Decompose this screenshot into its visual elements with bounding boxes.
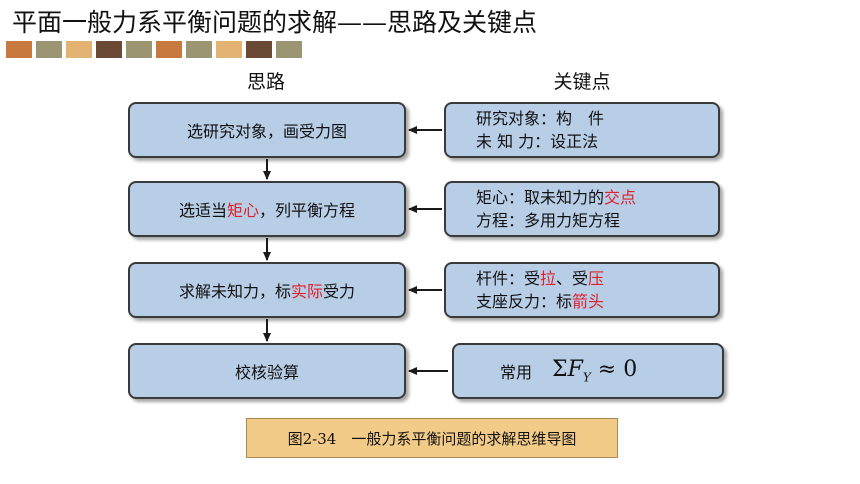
page-title: 平面一般力系平衡问题的求解——思路及关键点 xyxy=(12,8,538,37)
keypoint-line: 矩心：取未知力的交点 xyxy=(476,188,637,207)
step-box-3: 求解未知力，标实际受力 xyxy=(128,262,406,318)
keypoint-box-2: 矩心：取未知力的交点 方程：多用力矩方程 xyxy=(444,181,720,237)
highlight-text: 矩心 xyxy=(226,201,259,220)
step-box-4: 校核验算 xyxy=(128,343,406,399)
figure-caption: 图2-34 一般力系平衡问题的求解思维导图 xyxy=(246,418,618,458)
color-swatch xyxy=(186,41,212,58)
color-swatch xyxy=(156,41,182,58)
equilibrium-formula: ΣFY ≈ 0 xyxy=(552,357,638,385)
color-swatch xyxy=(6,41,32,58)
step-text: 选研究对象，画受力图 xyxy=(186,122,347,141)
color-swatch xyxy=(66,41,92,58)
keypoint-line: 支座反力：标箭头 xyxy=(476,292,605,311)
color-swatch xyxy=(276,41,302,58)
keypoint-box-1: 研究对象：构 件 未 知 力：设正法 xyxy=(444,102,720,158)
color-swatch-bar xyxy=(6,41,302,58)
keypoint-line: 方程：多用力矩方程 xyxy=(476,211,621,230)
column-header-keypoints: 关键点 xyxy=(553,71,611,93)
step-box-1: 选研究对象，画受力图 xyxy=(128,102,406,158)
step-text: 求解未知力，标实际受力 xyxy=(178,282,356,301)
column-header-approach: 思路 xyxy=(246,71,285,93)
step-text: 选适当矩心，列平衡方程 xyxy=(178,201,356,220)
keypoint-line: 杆件：受拉、受压 xyxy=(476,269,605,288)
color-swatch xyxy=(36,41,62,58)
color-swatch xyxy=(126,41,152,58)
step-text: 校核验算 xyxy=(234,363,299,382)
color-swatch xyxy=(216,41,242,58)
keypoint-label: 常用 xyxy=(500,363,533,382)
keypoint-box-3: 杆件：受拉、受压 支座反力：标箭头 xyxy=(444,262,720,318)
color-swatch xyxy=(246,41,272,58)
color-swatch xyxy=(96,41,122,58)
highlight-text: 实际 xyxy=(290,282,323,301)
step-box-2: 选适当矩心，列平衡方程 xyxy=(128,181,406,237)
keypoint-box-4: 常用 ΣFY ≈ 0 xyxy=(452,343,724,399)
keypoint-line: 未 知 力：设正法 xyxy=(476,132,599,151)
keypoint-line: 研究对象：构 件 xyxy=(476,109,605,128)
